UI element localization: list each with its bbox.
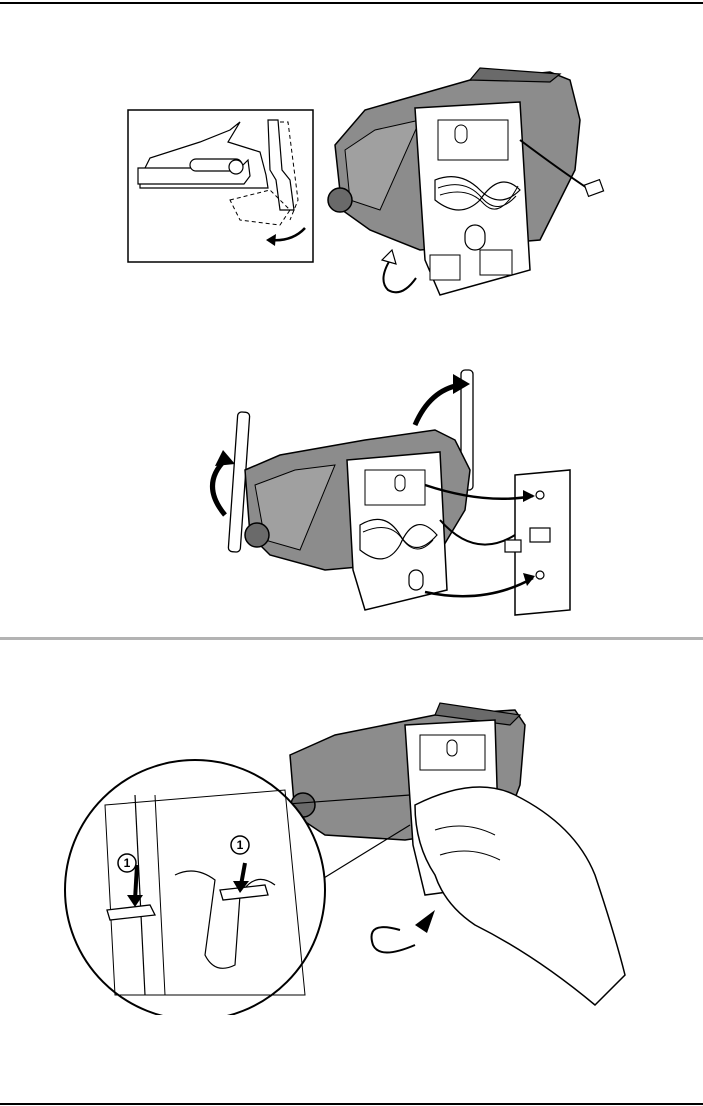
- figure-attach-wall-mount-adaptor: [120, 60, 640, 310]
- callout-number-right: 1: [237, 838, 244, 852]
- magnified-tab-inset: [65, 760, 410, 1015]
- figure-remove-wall-mount-adaptor: 1 1: [55, 695, 645, 1015]
- base-unit-with-antennas: [228, 370, 473, 610]
- callout-number-left: 1: [124, 856, 131, 870]
- rotate-arrow-icon: [213, 460, 226, 515]
- figure-mount-on-wall-plate: [185, 360, 585, 630]
- callout-circle-icon: 1: [118, 854, 136, 872]
- rotate-arrow-icon: [383, 260, 416, 292]
- section-divider: [0, 637, 703, 640]
- base-unit-rear-with-bracket: [328, 68, 604, 295]
- top-rule: [0, 2, 703, 4]
- rotate-arrow-icon: [372, 927, 415, 952]
- callout-circle-icon: 1: [231, 836, 249, 854]
- inset-side-view: [128, 110, 313, 262]
- bottom-rule: [0, 1103, 703, 1105]
